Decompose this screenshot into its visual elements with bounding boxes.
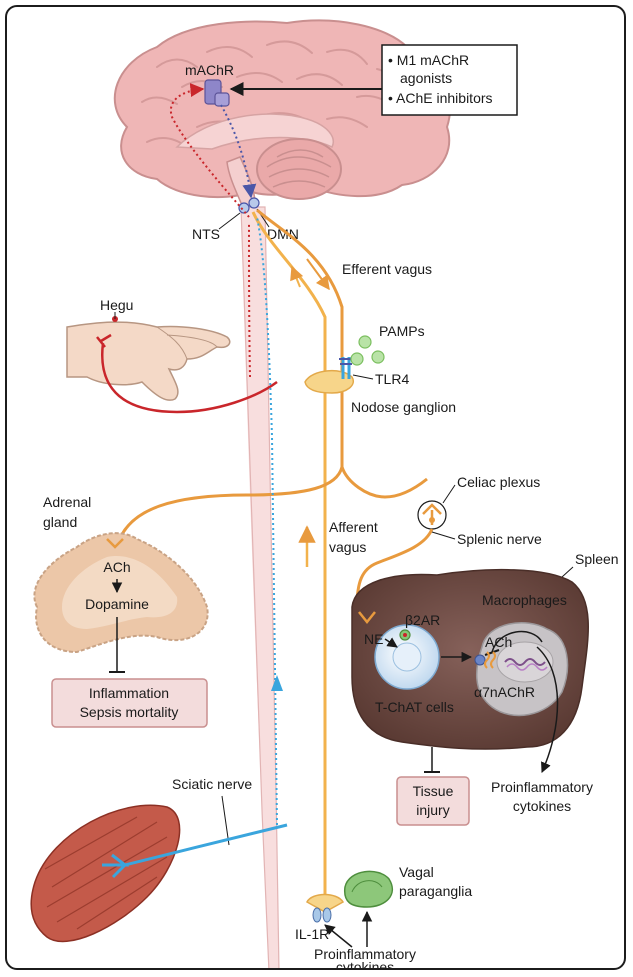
- inflammation-box: Inflammation Sepsis mortality: [52, 679, 207, 727]
- figure-frame: mAChR • M1 mAChR agonists • AChE inhibit…: [5, 5, 626, 970]
- proinflam-right-label-1: Proinflammatory: [491, 779, 593, 795]
- nts-label: NTS: [192, 226, 220, 242]
- il1r-label: IL-1R: [295, 926, 329, 942]
- b2ar-receptor: [400, 630, 410, 640]
- pamps: [351, 336, 384, 365]
- ach-adrenal-label: ACh: [103, 559, 130, 575]
- spleen-label: Spleen: [575, 551, 619, 567]
- machr-label: mAChR: [185, 62, 234, 78]
- nodose-ganglion-label: Nodose ganglion: [351, 399, 456, 415]
- hegu-label: Hegu: [100, 297, 133, 313]
- inflammation-label-2: Sepsis mortality: [80, 704, 179, 720]
- tchat-label: T-ChAT cells: [375, 699, 454, 715]
- a7nachr-label: α7nAChR: [474, 684, 535, 700]
- adrenal-label-1: Adrenal: [43, 494, 91, 510]
- cerebellum: [257, 139, 341, 199]
- celiac-plexus: [418, 501, 446, 529]
- nts-leader: [219, 213, 240, 229]
- tissue-label-2: injury: [416, 802, 449, 818]
- vagal-paraganglia-label-2: paraganglia: [399, 883, 472, 899]
- ne-label: NE: [364, 631, 383, 647]
- celiac-plexus-label: Celiac plexus: [457, 474, 540, 490]
- drug-box: • M1 mAChR agonists • AChE inhibitors: [382, 45, 517, 115]
- inflammation-label-1: Inflammation: [89, 685, 169, 701]
- nodose-ganglion: [305, 371, 353, 393]
- ach-molecule: [475, 655, 485, 665]
- diagram-canvas: mAChR • M1 mAChR agonists • AChE inhibit…: [7, 7, 626, 970]
- ach-spleen-label: ACh: [485, 634, 512, 650]
- muscle: [31, 805, 179, 941]
- drug-box-line1: • M1 mAChR: [388, 52, 469, 68]
- afferent-label-2: vagus: [329, 539, 366, 555]
- drug-box-line3: • AChE inhibitors: [388, 90, 493, 106]
- pamps-label: PAMPs: [379, 323, 425, 339]
- vagal-paraganglia: [345, 871, 393, 907]
- macrophages-label: Macrophages: [482, 592, 567, 608]
- tlr4-label: TLR4: [375, 371, 409, 387]
- efferent-vagus-label: Efferent vagus: [342, 261, 432, 277]
- proinflam-right-label-2: cytokines: [513, 798, 571, 814]
- adrenal-gland: [34, 533, 207, 652]
- efferent-vagus-nerve: [257, 210, 427, 497]
- proinflam-bottom-label-2: cytokines: [336, 959, 394, 970]
- hand: [67, 322, 230, 400]
- afferent-label-1: Afferent: [329, 519, 378, 535]
- sciatic-nerve-label: Sciatic nerve: [172, 776, 252, 792]
- tlr4-leader: [353, 375, 373, 379]
- b2ar-label: β2AR: [405, 612, 440, 628]
- drug-box-line2: agonists: [400, 70, 452, 86]
- tissue-label-1: Tissue: [413, 783, 454, 799]
- vagal-paraganglia-label-1: Vagal: [399, 864, 434, 880]
- dopamine-label: Dopamine: [85, 596, 149, 612]
- tissue-injury-box: Tissue injury: [397, 777, 469, 825]
- splenic-nerve-label: Splenic nerve: [457, 531, 542, 547]
- adrenal-label-2: gland: [43, 514, 77, 530]
